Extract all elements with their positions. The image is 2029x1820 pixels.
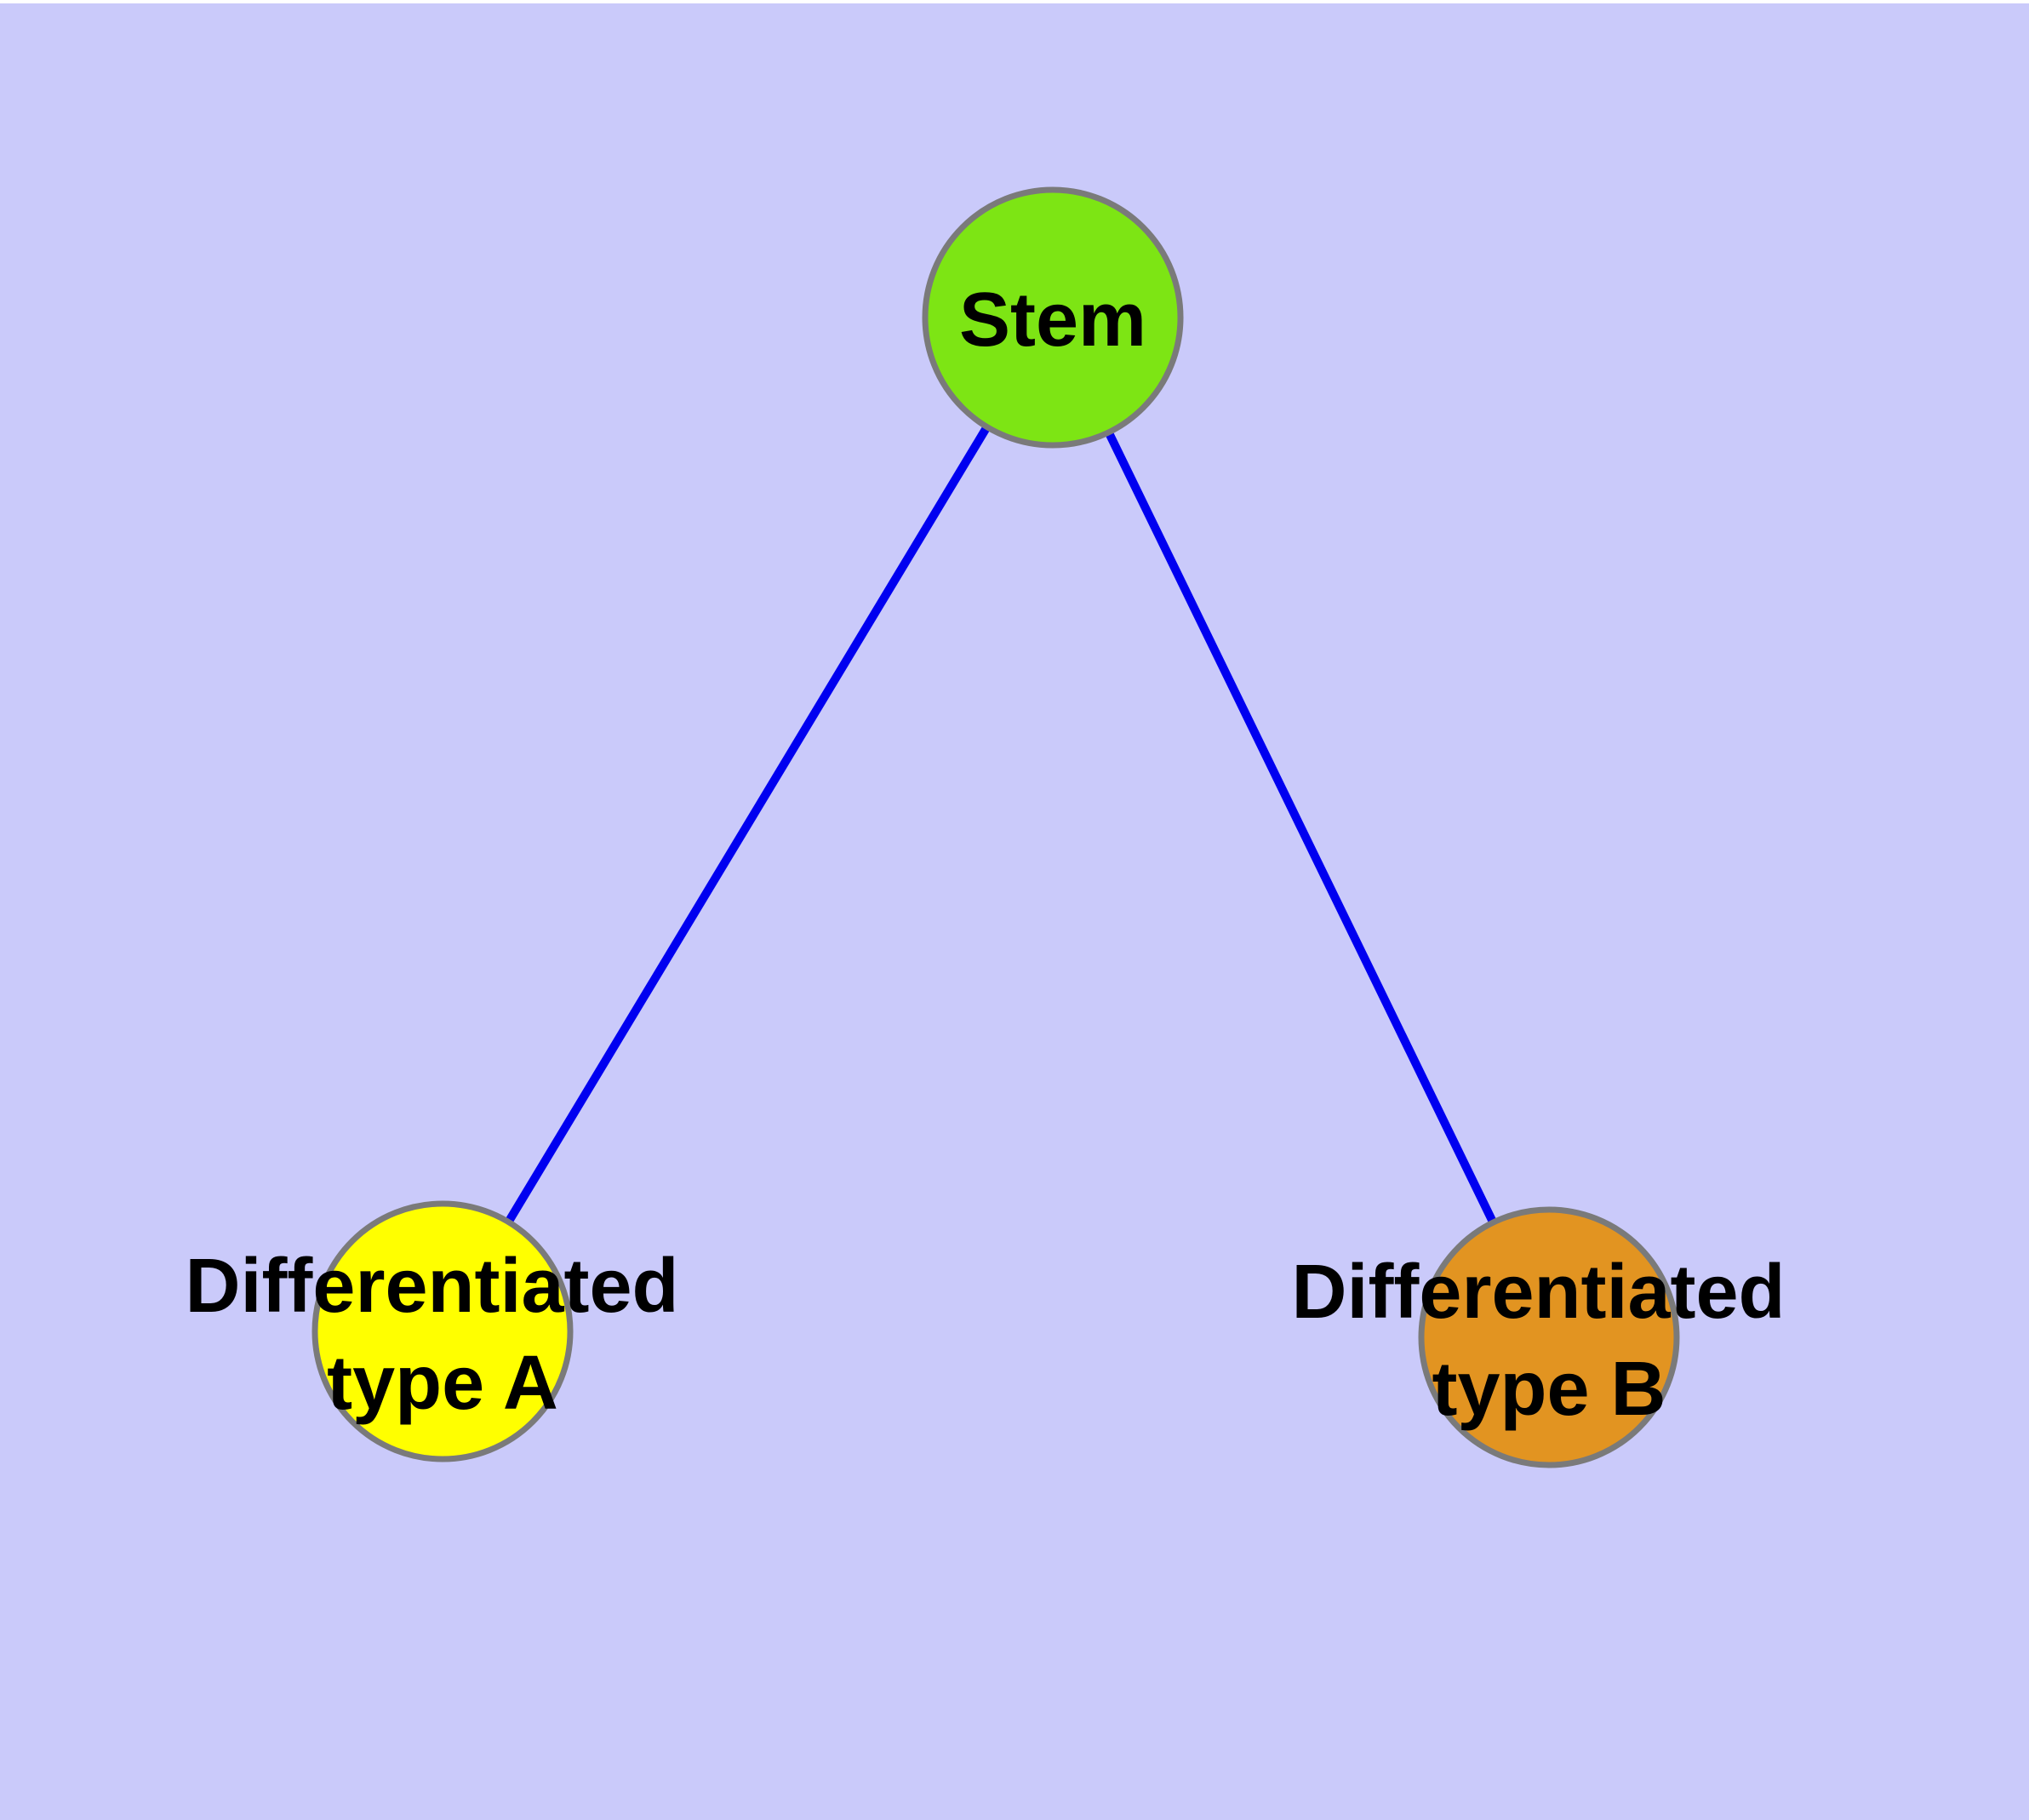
node-stem bbox=[922, 186, 1184, 449]
node-type-b-label: Differentiated type B bbox=[1291, 1250, 1806, 1432]
edge-stem-to-type-a bbox=[438, 315, 1057, 1334]
node-type-b-label-line2: type B bbox=[1432, 1347, 1666, 1432]
edge-stem-to-type-b bbox=[1049, 315, 1553, 1340]
node-type-b bbox=[1418, 1206, 1680, 1468]
node-type-b-label-line1: Differentiated bbox=[1291, 1250, 1785, 1335]
node-type-a-label: Differentiated type A bbox=[185, 1244, 700, 1426]
node-type-a-label-line1: Differentiated bbox=[185, 1244, 678, 1329]
node-stem-label: Stem bbox=[959, 278, 1146, 363]
node-type-a bbox=[311, 1200, 574, 1462]
node-type-a-label-line2: type A bbox=[327, 1341, 558, 1426]
